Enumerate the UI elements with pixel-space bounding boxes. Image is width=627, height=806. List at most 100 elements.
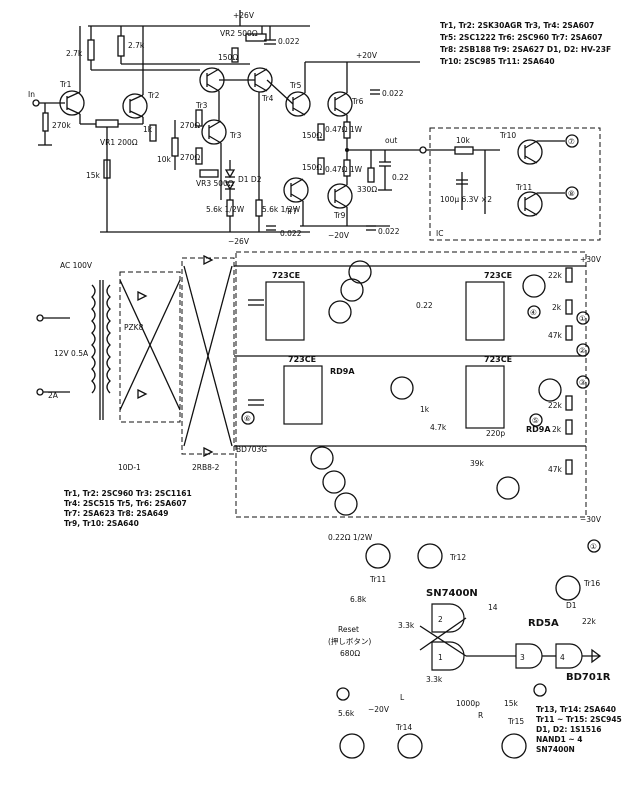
wire [334, 199, 348, 208]
tr9-label: Tr9 [333, 211, 346, 220]
logic-tr14-label: Tr14 [395, 723, 412, 732]
input-label: In [28, 90, 35, 99]
legend-top-line-1: Tr1, Tr2: 2SK30AGR Tr3, Tr4: 2SA607 [440, 21, 594, 30]
wire [524, 192, 538, 201]
regulator-ic-4 [465, 365, 505, 429]
tr5-body [285, 91, 311, 117]
terminal-7-mute [565, 134, 579, 148]
r270-label: 270Ω [180, 121, 200, 130]
pin-4 [527, 305, 541, 319]
r150-b-resistor [317, 123, 325, 141]
logic-r33k-b-label: 3.3k [426, 675, 443, 684]
logic-pin-7-label: ① [590, 542, 597, 551]
r330-label: 330Ω [357, 185, 377, 194]
logic-pin-3 [336, 687, 350, 701]
psu-dashed-frame [235, 251, 587, 518]
r270b-label: 270Ω [180, 153, 200, 162]
legend-bottom-line-1: Tr13, Tr14: 2SA640 [536, 705, 616, 714]
psu-res-label-5: 2k [552, 425, 562, 434]
nand-chip-label: SN7400N [426, 588, 478, 599]
regulator-ic-2-label: 723CE [288, 355, 316, 364]
psu-out-neg-label: −30V [580, 515, 602, 524]
wire [183, 265, 233, 447]
wire [292, 92, 306, 101]
c0022-a-label: 0.022 [278, 37, 300, 46]
logic-diode-label: BD701R [566, 672, 611, 683]
logic-r680-label: 680Ω [340, 649, 360, 658]
logic-pin-7 [587, 539, 601, 553]
input-res-label: 270k [52, 121, 71, 130]
tr7-body [283, 177, 309, 203]
pin-3-label: ③ [579, 378, 586, 387]
supply-neg-label: −26V [228, 237, 250, 246]
r10k-resistor [171, 137, 179, 157]
psu-res-4 [565, 395, 573, 411]
pin-4-label: ④ [530, 308, 537, 317]
psu-res-1 [565, 267, 573, 283]
wire [334, 184, 348, 193]
r150-c-resistor [317, 157, 325, 175]
legend-top: Tr1, Tr2: 2SK30AGR Tr3, Tr4: 2SA607 Tr5:… [440, 21, 611, 66]
r27k-a-label: 2.7k [66, 49, 83, 58]
diode-d1-symbol [224, 169, 236, 179]
wire [334, 92, 348, 101]
logic-tr15-body [501, 733, 527, 759]
pin-2 [576, 343, 590, 357]
psu-tr-7 [310, 446, 334, 470]
logic-tr11-body [365, 543, 391, 569]
r27k-b-label: 2.7k [128, 41, 145, 50]
psu-cap-label-1: 0.22 [416, 301, 433, 310]
output-label: out [385, 136, 397, 145]
tr9-body [327, 183, 353, 209]
logic-d1-label: D1 [566, 601, 577, 610]
legend-bottom-line-5: SN7400N [536, 745, 575, 754]
psu-tr-3 [328, 300, 352, 324]
logic-tr13-body [339, 733, 365, 759]
ac-terminal-a [36, 314, 44, 322]
nand-gate-1 [431, 641, 465, 671]
logic-tr16-body [555, 575, 581, 601]
c022-label: 0.22 [392, 173, 409, 182]
logic-res-top-label: 0.22Ω 1/2W [328, 533, 373, 542]
legend-bottom-line-4: NAND1 ~ 4 [536, 735, 583, 744]
mute-tr10-label: Tr10 [499, 131, 516, 140]
pin-6 [241, 411, 255, 425]
terminal-8-label: ⑧ [568, 189, 575, 198]
psu-tr-2 [340, 278, 364, 302]
wire [129, 94, 144, 102]
wire [290, 178, 304, 187]
nand-gate-1-num: 1 [438, 653, 443, 662]
r15k-resistor [103, 159, 111, 179]
psu-res-label-2: 2k [552, 303, 562, 312]
r150-c-label: 150Ω [302, 163, 322, 172]
psu-tr-5 [522, 274, 546, 298]
legend-top-line-2: Tr5: 2SC1222 Tr6: 2SC960 Tr7: 2SA607 [440, 33, 603, 42]
logic-tr12-label: Tr12 [449, 553, 466, 562]
psu-res-5 [565, 419, 573, 435]
legend-bottom-line-3: D1, D2: 1S1516 [536, 725, 601, 734]
vr2-label: VR2 500Ω [220, 29, 258, 38]
psu-res-label-9: 4.7k [430, 423, 447, 432]
psu-res-3 [565, 325, 573, 341]
bridge-diode-3 [203, 254, 214, 266]
mute-cap-label: 100μ 6.3V ×2 [440, 195, 492, 204]
supply-pos-label: +26V [233, 11, 255, 20]
bridge-diode-2 [137, 388, 148, 400]
diode-bridge-label: PZK8 [124, 323, 144, 332]
supply-out-pos-label: +20V [356, 51, 378, 60]
wire [206, 83, 220, 92]
psu-cap-label-2: 220p [486, 429, 505, 438]
r150-b-label: 150Ω [302, 131, 322, 140]
mute-resistor [454, 146, 474, 155]
mute-tr10-body [517, 139, 543, 165]
tr7-label: Tr7 [285, 207, 298, 216]
vr1-resistor [95, 119, 119, 128]
tr6-label: Tr6 [351, 97, 364, 106]
tr2-label: Tr2 [147, 91, 160, 100]
transformer-primary [91, 284, 96, 394]
input-resistor [42, 112, 49, 132]
fuse-label: 2A [48, 391, 59, 400]
r15k-label: 15k [86, 171, 101, 180]
mute-circuit-box: IC 10k 100μ 6.3V ×2 Tr10 ⑦ Tr11 ⑧ [426, 127, 601, 241]
